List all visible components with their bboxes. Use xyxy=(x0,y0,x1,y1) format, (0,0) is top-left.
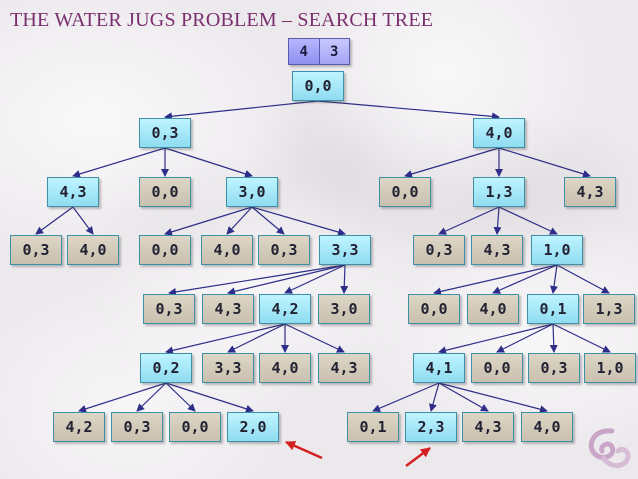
state-node-a2: 0,0 xyxy=(139,177,191,207)
edge-c9-d7 xyxy=(550,264,558,294)
state-node-d1: 0,3 xyxy=(143,294,195,324)
edge-c9-d5 xyxy=(433,264,558,296)
edge-d7-e5 xyxy=(438,323,554,355)
state-node-c9: 1,0 xyxy=(531,235,583,265)
edge-b2-c7 xyxy=(438,206,500,235)
state-node-d6: 4,0 xyxy=(467,294,519,324)
edge-d3-e1 xyxy=(165,323,286,355)
edge-e5-f8 xyxy=(438,382,548,414)
edge-n40-b3 xyxy=(498,147,591,178)
edge-d7-e8 xyxy=(552,323,611,353)
state-node-a1: 4,3 xyxy=(47,177,99,207)
state-node-e7: 0,3 xyxy=(528,353,580,383)
state-node-f3: 0,0 xyxy=(169,412,221,442)
state-node-b2: 1,3 xyxy=(473,177,525,207)
edge-d3-e2 xyxy=(227,323,286,353)
state-node-c8: 4,3 xyxy=(471,235,523,265)
edge-e1-f1 xyxy=(78,382,167,413)
edge-root-n03 xyxy=(164,100,319,121)
edge-a1-c1 xyxy=(35,206,74,235)
edge-e1-f2 xyxy=(136,382,167,412)
state-node-f7: 4,3 xyxy=(462,412,514,442)
state-node-e5: 4,1 xyxy=(413,353,465,383)
edge-c6-d3 xyxy=(284,264,346,294)
state-node-f2: 0,3 xyxy=(111,412,163,442)
state-node-c4: 4,0 xyxy=(201,235,253,265)
edge-a3-c4 xyxy=(226,206,253,235)
edge-c6-d4 xyxy=(340,264,349,294)
state-node-d5: 0,0 xyxy=(408,294,460,324)
state-node-e1: 0,2 xyxy=(140,353,192,383)
state-node-e8: 1,0 xyxy=(584,353,636,383)
state-node-d2: 4,3 xyxy=(202,294,254,324)
state-node-c7: 0,3 xyxy=(413,235,465,265)
edge-d7-e7 xyxy=(549,323,558,353)
state-node-f5: 0,1 xyxy=(347,412,399,442)
edge-e1-f3 xyxy=(165,382,196,412)
jug-a-capacity: 4 xyxy=(289,39,320,64)
edge-e5-f5 xyxy=(372,382,440,412)
state-node-c2: 4,0 xyxy=(67,235,119,265)
state-node-e6: 0,0 xyxy=(471,353,523,383)
edge-a3-c6 xyxy=(251,206,346,236)
goal-arrow-left xyxy=(285,440,323,460)
state-node-c5: 0,3 xyxy=(258,235,310,265)
state-node-b1: 0,0 xyxy=(379,177,431,207)
edge-n03-a1 xyxy=(72,147,166,178)
jug-b-capacity: 3 xyxy=(319,39,349,64)
edge-d7-e6 xyxy=(496,323,554,353)
state-node-n03: 0,3 xyxy=(139,118,191,148)
state-node-d8: 1,3 xyxy=(583,294,635,324)
state-node-d4: 3,0 xyxy=(318,294,370,324)
edge-a3-c5 xyxy=(251,206,285,235)
state-node-n40: 4,0 xyxy=(473,118,525,148)
goal-arrow-right xyxy=(405,447,431,467)
state-node-f6: 2,3 xyxy=(405,412,457,442)
edge-a1-c2 xyxy=(72,206,94,235)
state-node-a3: 3,0 xyxy=(226,177,278,207)
state-node-f4: 2,0 xyxy=(227,412,279,442)
edge-root-n40 xyxy=(317,100,500,121)
edge-c9-d6 xyxy=(492,264,558,294)
state-node-c3: 0,0 xyxy=(139,235,191,265)
jug-capacity-header: 4 3 xyxy=(288,38,350,65)
edge-b2-c8 xyxy=(493,206,502,235)
edge-c6-d1 xyxy=(168,264,346,296)
state-node-e2: 3,3 xyxy=(202,353,254,383)
state-node-f8: 4,0 xyxy=(521,412,573,442)
state-node-b3: 4,3 xyxy=(564,177,616,207)
edge-b2-c9 xyxy=(498,206,558,235)
edge-c6-d2 xyxy=(227,264,346,296)
state-node-root: 0,0 xyxy=(292,71,344,101)
edge-d3-e4 xyxy=(284,323,345,353)
page-title: THE WATER JUGS PROBLEM – SEARCH TREE xyxy=(10,9,434,31)
ribbon-decoration-icon xyxy=(588,428,631,468)
state-node-e3: 4,0 xyxy=(259,353,311,383)
state-node-c1: 0,3 xyxy=(10,235,62,265)
state-node-f1: 4,2 xyxy=(53,412,105,442)
edge-c9-d8 xyxy=(556,264,610,294)
state-node-d7: 0,1 xyxy=(527,294,579,324)
edge-e5-f6 xyxy=(429,382,440,412)
edge-a3-c3 xyxy=(164,206,253,236)
edge-n40-b1 xyxy=(404,147,500,178)
state-node-d3: 4,2 xyxy=(259,294,311,324)
edge-n03-a3 xyxy=(164,147,253,178)
edge-e5-f7 xyxy=(438,382,489,412)
edge-e1-f4 xyxy=(165,382,254,413)
state-node-c6: 3,3 xyxy=(319,235,371,265)
state-node-e4: 4,3 xyxy=(318,353,370,383)
